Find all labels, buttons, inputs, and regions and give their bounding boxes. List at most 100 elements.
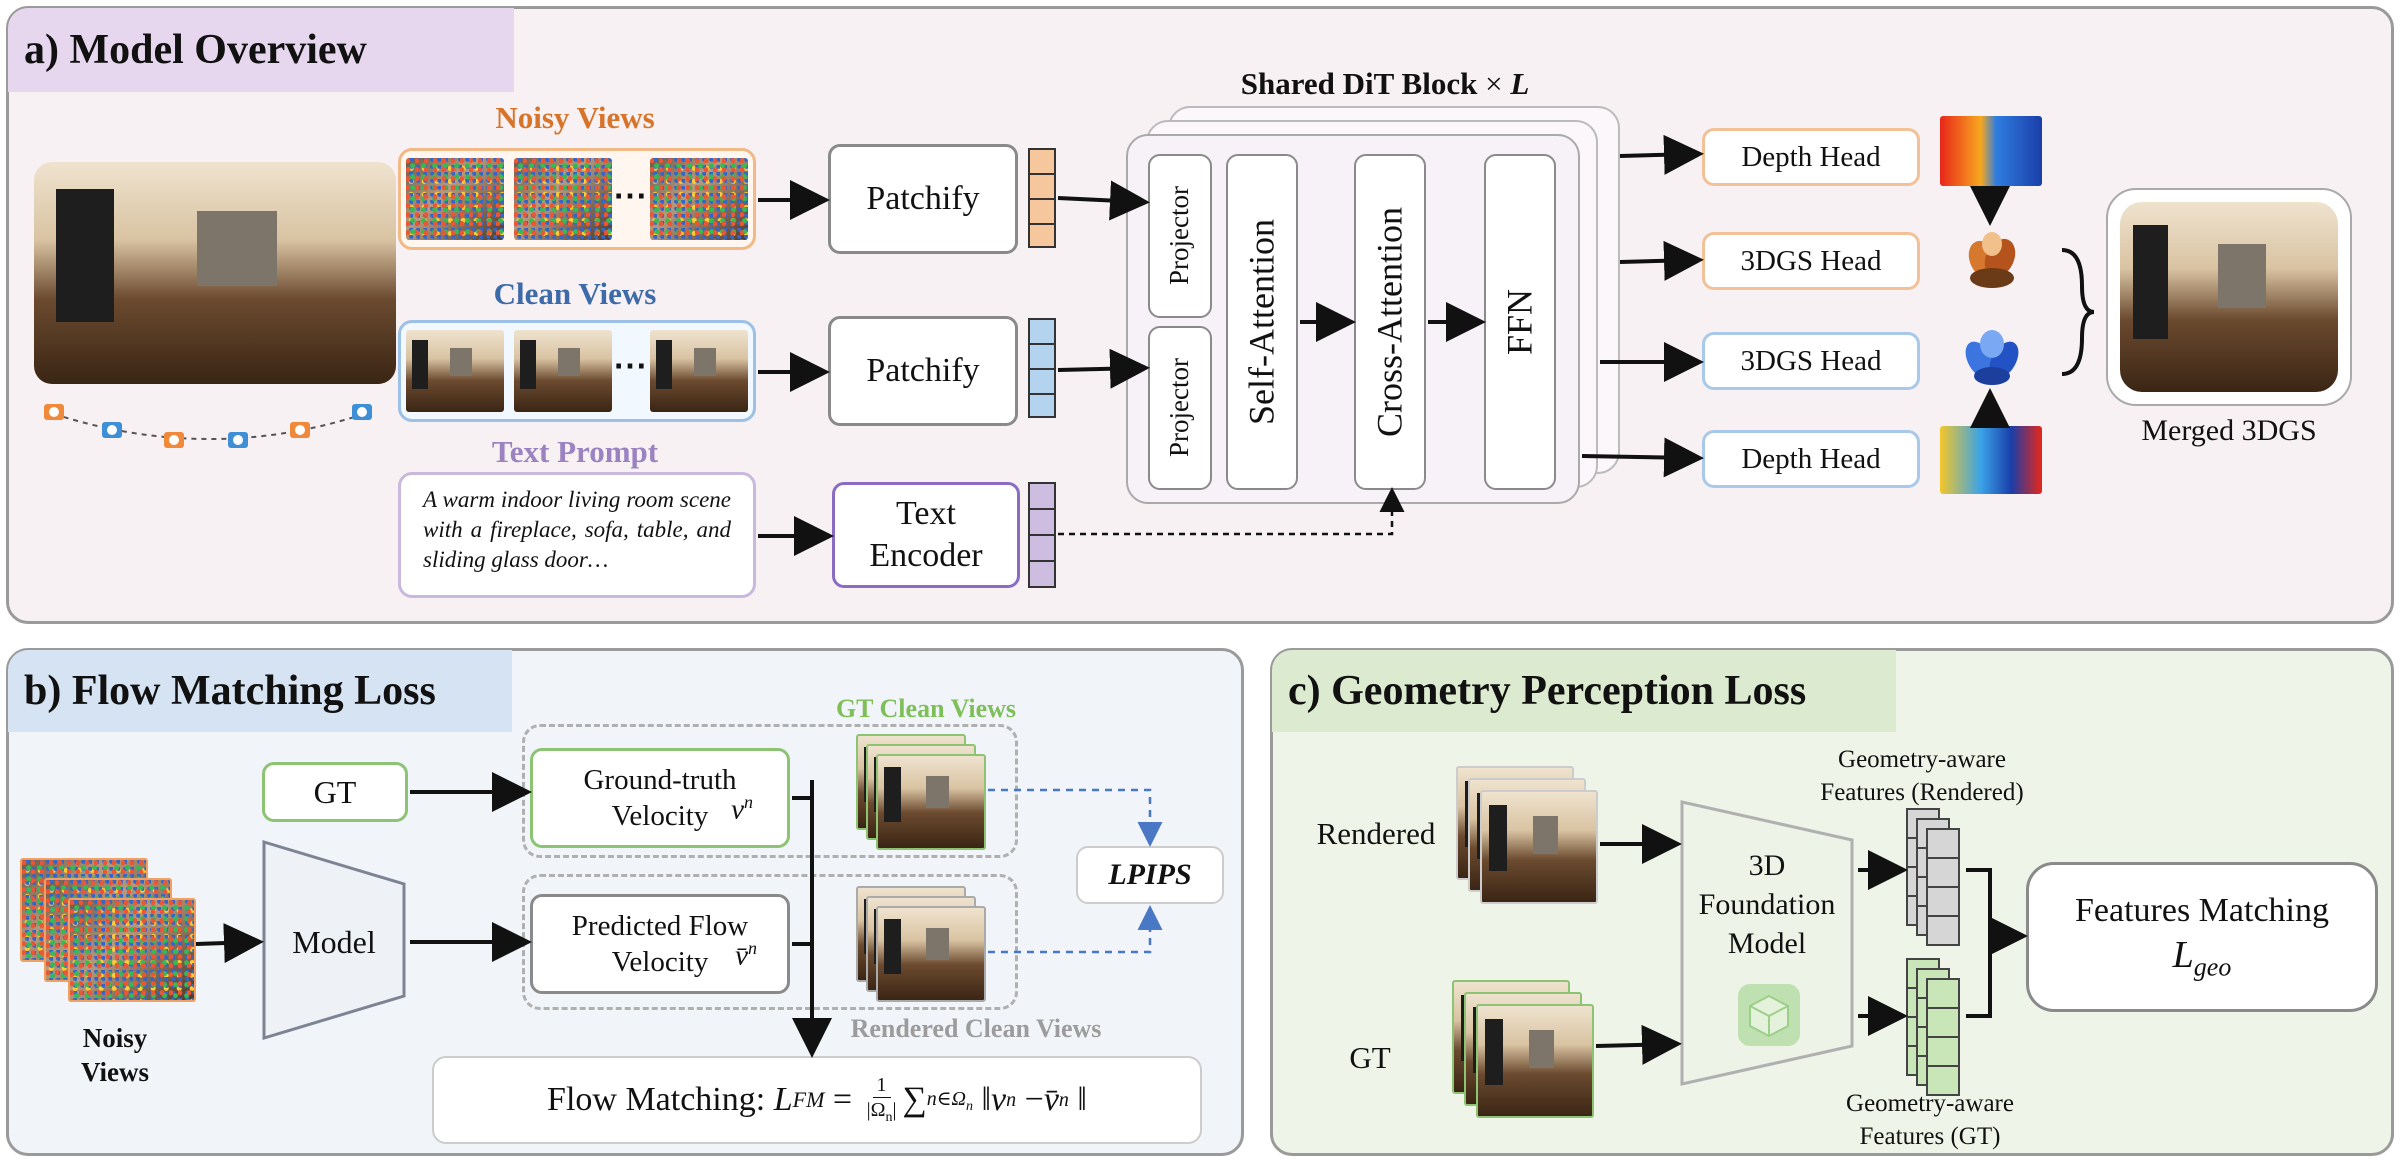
pred-velocity-label: Predicted Flow Velocity (571, 909, 749, 978)
rendered-label: Rendered (1316, 816, 1436, 851)
text-prompt-box: A warm indoor living room scene with a f… (398, 472, 756, 598)
gt-stack (1476, 1004, 1594, 1118)
fm-loss-sub: FM (792, 1087, 825, 1112)
merged-3dgs-image (2120, 202, 2338, 392)
rendered-clean-stack (876, 906, 986, 1002)
gt-clean-stack (876, 754, 986, 850)
camera-icon (290, 422, 310, 438)
fm-frac-den: |Ωn| (867, 1098, 897, 1127)
clean-views-label: Clean Views (493, 276, 657, 311)
fm-frac-num: 1 (872, 1073, 891, 1099)
noisy-view-thumb (514, 158, 612, 240)
merged-label: Merged 3DGS (2141, 414, 2317, 447)
fm-frac-den-close: | (892, 1099, 897, 1122)
camera-trajectory (44, 404, 372, 448)
lgeo-sub: geo (2193, 952, 2232, 982)
fm-vbar-sup: n (1058, 1088, 1069, 1111)
noisy-view-stack (68, 898, 196, 1002)
clean-view-thumb (406, 330, 504, 412)
fm-vbar: v̄ (1043, 1081, 1059, 1118)
pred-velocity-box: Predicted Flow Velocity (530, 894, 790, 994)
dit-title: Shared DiT Block × L (1170, 66, 1600, 102)
noisy-tokens (1028, 148, 1056, 248)
rendered-stack (1480, 790, 1598, 904)
patchify-clean: Patchify (828, 316, 1018, 426)
panel-a-title: a) Model Overview (8, 8, 514, 92)
panel-c-title: c) Geometry Perception Loss (1272, 650, 1896, 732)
fm-sum: ∑ (902, 1081, 927, 1118)
noisy-views-caption: Noisy Views (81, 1023, 149, 1087)
gt-velocity-symbol: vn (712, 792, 772, 827)
gt-velocity-sup: n (743, 792, 753, 812)
fm-frac-den-sub: n (885, 1110, 893, 1126)
camera-icon (164, 432, 184, 448)
fm-norm-close: ‖ (1077, 1081, 1087, 1118)
fm-v: v (991, 1081, 1007, 1118)
gs-head-clean: 3DGS Head (1702, 332, 1920, 390)
lgeo-symbol: L (2172, 934, 2194, 977)
cube-icon (1738, 984, 1800, 1046)
noisy-view-thumb (406, 158, 504, 240)
fm-norm-open: ‖ (981, 1081, 992, 1118)
clean-views-ellipsis: ⋯ (613, 348, 647, 385)
text-tokens (1028, 482, 1056, 588)
fm-eq: = (832, 1081, 853, 1118)
cross-attention: Cross-Attention (1354, 154, 1426, 490)
camera-icon (352, 404, 372, 420)
dit-times: × (1485, 66, 1503, 101)
pred-velocity-sup: n (747, 938, 757, 958)
foundation-model-shape (1680, 800, 1854, 1086)
feat-rendered-stack (1926, 828, 1960, 946)
gt-box: GT (262, 762, 408, 822)
foundation-model-label: 3D Foundation Model (1698, 849, 1836, 960)
fm-loss: L (773, 1081, 793, 1118)
depth-head-clean: Depth Head (1702, 430, 1920, 488)
depth-map-clean (1940, 426, 2042, 494)
projector-noisy: Projector (1148, 154, 1212, 318)
projector-clean: Projector (1148, 326, 1212, 490)
gt-velocity-sym: v (731, 793, 744, 826)
camera-icon (44, 404, 64, 420)
gaussians-orange (1968, 232, 2016, 288)
depth-head-noisy: Depth Head (1702, 128, 1920, 186)
fm-sum-sub2: n (966, 1098, 973, 1114)
fm-frac-den-open: |Ω (866, 1099, 886, 1122)
text-prompt: A warm indoor living room scene with a f… (423, 487, 731, 572)
feat-gt-label: Geometry-aware Features (GT) (1846, 1090, 2014, 1150)
features-matching-label: Features Matching (2075, 891, 2329, 929)
ffn: FFN (1484, 154, 1556, 490)
pred-velocity-sym: v̄ (735, 939, 748, 972)
gt-label-geometry: GT (1349, 1040, 1391, 1075)
model-label: Model (292, 924, 376, 960)
depth-map-noisy (1940, 116, 2042, 186)
noisy-view-thumb (650, 158, 748, 240)
clean-view-thumb (650, 330, 748, 412)
fm-minus: − (1024, 1081, 1044, 1118)
noisy-views-ellipsis: ⋯ (613, 178, 647, 215)
camera-icon (228, 432, 248, 448)
noisy-views-label: Noisy Views (495, 100, 655, 135)
camera-icon (102, 422, 122, 438)
patchify-noisy: Patchify (828, 144, 1018, 254)
gt-velocity-box: Ground-truth Velocity (530, 748, 790, 848)
text-encoder: Text Encoder (832, 482, 1020, 588)
fm-label: Flow Matching: (547, 1081, 766, 1118)
clean-tokens (1028, 318, 1056, 418)
gs-head-noisy: 3DGS Head (1702, 232, 1920, 290)
scene-image (34, 162, 396, 384)
feat-rendered-label: Geometry-aware Features (Rendered) (1820, 746, 2024, 806)
features-matching-box: Features Matching Lgeo (2026, 862, 2378, 1012)
gaussians-blue (1965, 330, 2019, 385)
dit-L: L (1510, 66, 1530, 101)
model-trapezoid (262, 839, 406, 1041)
panel-b-title: b) Flow Matching Loss (8, 650, 512, 732)
fm-v-sup: n (1006, 1088, 1017, 1111)
dit-title-text: Shared DiT Block (1240, 66, 1478, 101)
fm-sum-sub: n∈Ωn (927, 1086, 973, 1115)
self-attention: Self-Attention (1226, 154, 1298, 490)
lpips-box: LPIPS (1076, 846, 1224, 904)
lgeo: Lgeo (2173, 932, 2232, 984)
gt-velocity-label: Ground-truth Velocity (583, 763, 737, 832)
gt-clean-views-label: GT Clean Views (835, 694, 1017, 723)
